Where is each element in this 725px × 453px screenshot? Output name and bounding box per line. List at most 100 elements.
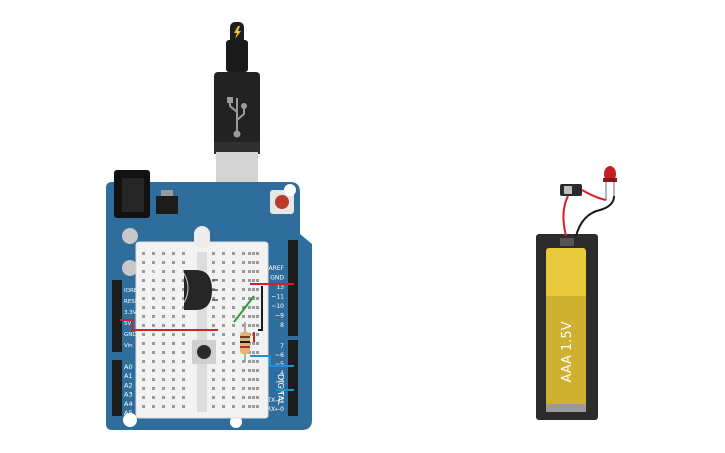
breadboard-hole[interactable]	[252, 405, 255, 408]
breadboard-hole[interactable]	[142, 252, 145, 255]
breadboard-hole[interactable]	[152, 306, 155, 309]
breadboard-hole[interactable]	[152, 279, 155, 282]
breadboard-hole[interactable]	[232, 333, 235, 336]
breadboard-hole[interactable]	[182, 306, 185, 309]
breadboard-hole[interactable]	[182, 288, 185, 291]
breadboard-rail-hole[interactable]	[248, 261, 251, 264]
breadboard-rail-hole[interactable]	[248, 324, 251, 327]
breadboard-hole[interactable]	[222, 261, 225, 264]
breadboard-hole[interactable]	[242, 369, 245, 372]
breadboard-hole[interactable]	[182, 324, 185, 327]
breadboard-hole[interactable]	[182, 261, 185, 264]
breadboard-hole[interactable]	[172, 315, 175, 318]
breadboard-hole[interactable]	[142, 306, 145, 309]
breadboard-hole[interactable]	[232, 351, 235, 354]
breadboard-hole[interactable]	[162, 387, 165, 390]
breadboard-hole[interactable]	[212, 378, 215, 381]
breadboard-hole[interactable]	[252, 369, 255, 372]
breadboard-rail-hole[interactable]	[248, 252, 251, 255]
breadboard-hole[interactable]	[172, 252, 175, 255]
breadboard-rail-hole[interactable]	[256, 252, 259, 255]
breadboard-hole[interactable]	[142, 279, 145, 282]
breadboard-rail-hole[interactable]	[248, 306, 251, 309]
breadboard-hole[interactable]	[222, 360, 225, 363]
breadboard-hole[interactable]	[152, 297, 155, 300]
breadboard-hole[interactable]	[252, 378, 255, 381]
breadboard-hole[interactable]	[162, 333, 165, 336]
breadboard-hole[interactable]	[142, 387, 145, 390]
breadboard-hole[interactable]	[232, 297, 235, 300]
breadboard-hole[interactable]	[172, 261, 175, 264]
breadboard-hole[interactable]	[172, 396, 175, 399]
breadboard-hole[interactable]	[222, 297, 225, 300]
breadboard-hole[interactable]	[142, 270, 145, 273]
breadboard-rail-hole[interactable]	[256, 261, 259, 264]
breadboard-hole[interactable]	[182, 369, 185, 372]
breadboard-rail-hole[interactable]	[248, 279, 251, 282]
breadboard-hole[interactable]	[162, 315, 165, 318]
led-light[interactable]	[603, 166, 617, 200]
breadboard-hole[interactable]	[172, 369, 175, 372]
breadboard-hole[interactable]	[182, 252, 185, 255]
breadboard-hole[interactable]	[222, 288, 225, 291]
breadboard-rail-hole[interactable]	[248, 288, 251, 291]
battery-holder[interactable]: AAA 1.5V	[536, 234, 598, 420]
breadboard-hole[interactable]	[162, 360, 165, 363]
breadboard-rail-hole[interactable]	[256, 297, 259, 300]
breadboard-hole[interactable]	[172, 333, 175, 336]
breadboard-rail-hole[interactable]	[248, 396, 251, 399]
breadboard-hole[interactable]	[222, 333, 225, 336]
breadboard-hole[interactable]	[142, 351, 145, 354]
breadboard-hole[interactable]	[182, 270, 185, 273]
breadboard-rail-hole[interactable]	[256, 369, 259, 372]
breadboard-hole[interactable]	[212, 270, 215, 273]
breadboard-hole[interactable]	[252, 297, 255, 300]
wire-green[interactable]	[233, 295, 255, 323]
breadboard-hole[interactable]	[252, 387, 255, 390]
breadboard-hole[interactable]	[162, 279, 165, 282]
breadboard-hole[interactable]	[142, 369, 145, 372]
breadboard-hole[interactable]	[142, 360, 145, 363]
breadboard-hole[interactable]	[242, 270, 245, 273]
breadboard-hole[interactable]	[252, 351, 255, 354]
breadboard-hole[interactable]	[212, 252, 215, 255]
breadboard-hole[interactable]	[182, 351, 185, 354]
breadboard-hole[interactable]	[252, 324, 255, 327]
breadboard-hole[interactable]	[232, 288, 235, 291]
breadboard-hole[interactable]	[142, 297, 145, 300]
breadboard-hole[interactable]	[152, 315, 155, 318]
breadboard-hole[interactable]	[162, 261, 165, 264]
breadboard-hole[interactable]	[252, 252, 255, 255]
breadboard-hole[interactable]	[172, 378, 175, 381]
breadboard-hole[interactable]	[182, 297, 185, 300]
temperature-sensor[interactable]	[147, 263, 218, 313]
resistor[interactable]	[240, 322, 250, 362]
breadboard-hole[interactable]	[142, 342, 145, 345]
breadboard-hole[interactable]	[172, 279, 175, 282]
breadboard-hole[interactable]	[232, 378, 235, 381]
breadboard-hole[interactable]	[162, 396, 165, 399]
breadboard-rail-hole[interactable]	[256, 279, 259, 282]
breadboard-hole[interactable]	[212, 396, 215, 399]
breadboard-hole[interactable]	[222, 378, 225, 381]
breadboard-hole[interactable]	[232, 324, 235, 327]
breadboard-hole[interactable]	[182, 342, 185, 345]
breadboard-hole[interactable]	[232, 306, 235, 309]
breadboard-hole[interactable]	[162, 270, 165, 273]
breadboard-hole[interactable]	[232, 252, 235, 255]
breadboard-rail-hole[interactable]	[248, 369, 251, 372]
breadboard-hole[interactable]	[232, 270, 235, 273]
breadboard-hole[interactable]	[222, 342, 225, 345]
breadboard-hole[interactable]	[172, 297, 175, 300]
breadboard-rail-hole[interactable]	[248, 387, 251, 390]
breadboard-hole[interactable]	[252, 279, 255, 282]
breadboard-rail-hole[interactable]	[256, 306, 259, 309]
breadboard-hole[interactable]	[172, 342, 175, 345]
breadboard-hole[interactable]	[222, 252, 225, 255]
breadboard-hole[interactable]	[222, 306, 225, 309]
breadboard-hole[interactable]	[172, 270, 175, 273]
breadboard-rail-hole[interactable]	[256, 378, 259, 381]
breadboard-hole[interactable]	[242, 279, 245, 282]
breadboard-hole[interactable]	[232, 396, 235, 399]
